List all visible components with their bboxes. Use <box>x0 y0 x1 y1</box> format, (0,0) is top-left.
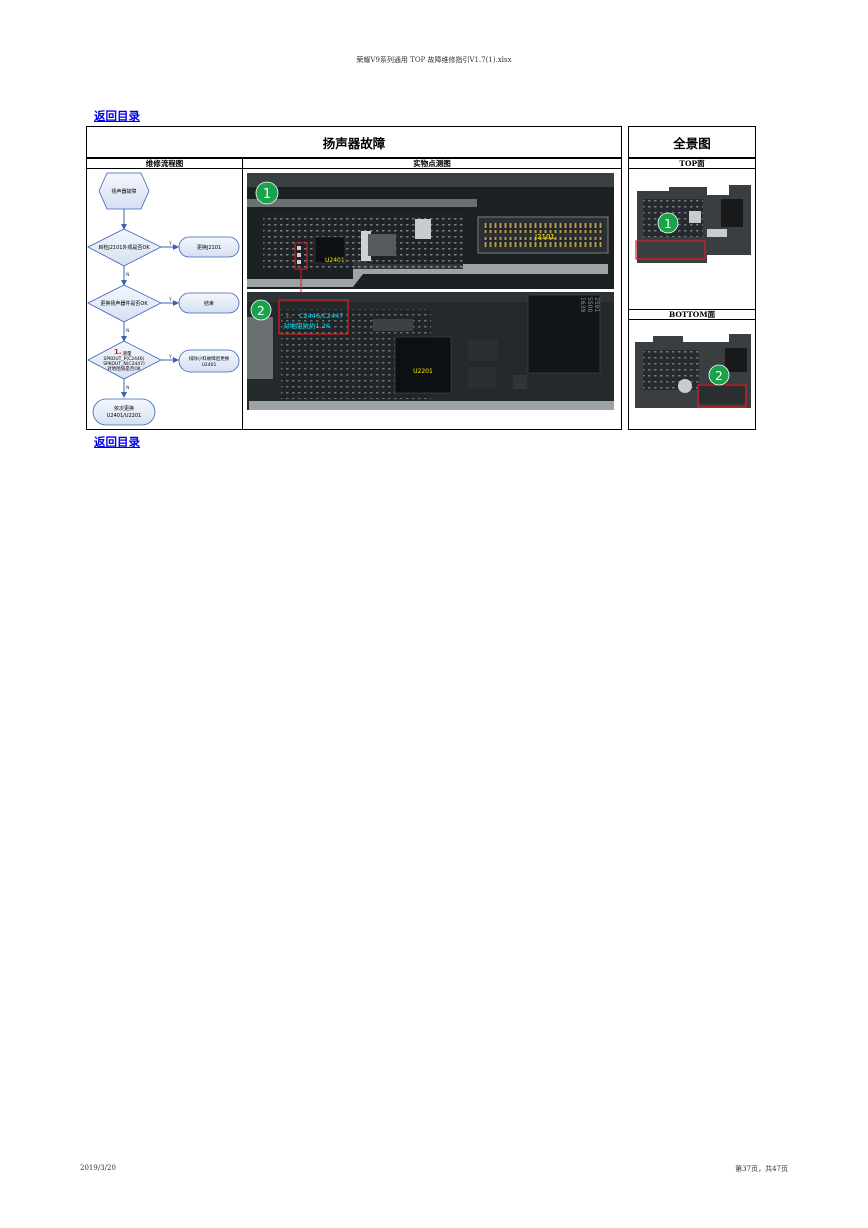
flow-action-1-text: 更换J2101 <box>197 244 221 251</box>
table-title: 扬声器故障 <box>86 126 622 158</box>
callout-line2: 对地阻抗约1.2K <box>283 321 331 330</box>
panorama-marker-1-text: 1 <box>664 217 672 231</box>
back-to-index-link-bottom[interactable]: 返回目录 <box>94 435 140 449</box>
pcb-photo-top <box>247 173 614 289</box>
label-u2201: U2201 <box>413 368 433 375</box>
footer-date: 2019/3/20 <box>80 1164 116 1172</box>
callout-line1: C2446/C2447 <box>299 312 343 320</box>
board-bottom-image: 2 <box>635 334 751 408</box>
panorama-marker-2-badge <box>708 364 730 386</box>
marker-2-badge <box>250 299 272 321</box>
flow-no-label-2: N <box>126 328 129 334</box>
panorama-title: 全景图 <box>628 126 756 158</box>
footer-page-number: 第37页，共47页 <box>735 1165 788 1173</box>
pcb-photo: 1 U2401 J2101 2 1. C2446/C2447 对地阻抗约1.2K… <box>247 173 614 410</box>
panorama-top-cell: 1 <box>628 168 756 310</box>
flow-no-label-3: N <box>126 385 129 391</box>
pcb-photo-bottom <box>247 292 614 410</box>
flow-decision-3 <box>87 340 162 380</box>
document-header: 荣耀V9系列通用 TOP 故障维修指引V1.7(1).xlsx <box>356 56 512 64</box>
marker-1-badge <box>255 181 279 205</box>
flow-no-label-1: N <box>126 272 129 278</box>
label-j2101: J2101 <box>534 233 555 241</box>
flow-action-3 <box>178 349 240 373</box>
flow-yes-label-3: Y <box>168 354 172 360</box>
flow-action-2-text: 结束 <box>204 300 214 307</box>
flow-start-shape <box>98 172 150 210</box>
panorama-marker-1-badge <box>657 212 679 234</box>
chip-code: 259155001639 <box>579 297 600 312</box>
board-top-image: 1 <box>635 185 751 263</box>
flow-action-1 <box>178 236 240 258</box>
flow-action-3-line1: 排除小料故障后更换 <box>189 355 230 362</box>
flow-decision-1 <box>87 228 162 267</box>
flow-end-line1: 依次更换 <box>114 405 134 412</box>
repair-flowchart: Y Y Y N N N 扬声器故障 目检J2101外观是否OK 更换J2101 … <box>87 172 240 426</box>
flowchart-cell: Y Y Y N N N 扬声器故障 目检J2101外观是否OK 更换J2101 … <box>86 168 243 430</box>
flow-action-2 <box>178 292 240 314</box>
callout-box <box>278 299 349 335</box>
flow-decision-1-text: 目检J2101外观是否OK <box>98 244 150 251</box>
flow-decision-2 <box>87 284 162 323</box>
flow-yes-label-2: Y <box>168 297 172 303</box>
marker-2-text: 2 <box>257 304 265 318</box>
panorama-bottom-cell: 2 <box>628 319 756 430</box>
flow-decision-3-line3: SPKOUT_N(C2447) <box>103 361 145 367</box>
flow-end-line2: U2401/U2201 <box>107 413 141 419</box>
flow-decision-3-line2: SPKOUT_P(C2446) <box>104 356 145 362</box>
back-to-index-link-top[interactable]: 返回目录 <box>94 109 140 123</box>
chip-u2201 <box>394 336 452 394</box>
top-region-box <box>635 240 706 260</box>
flow-decision-3-line1: 测量 <box>123 350 132 357</box>
bottom-region-box <box>697 384 747 408</box>
callout-marker: 1. <box>285 312 293 320</box>
panorama-marker-2-text: 2 <box>715 369 723 383</box>
flow-start-text: 扬声器故障 <box>111 188 136 195</box>
flow-decision-3-marker: 1. <box>114 348 122 356</box>
flow-decision-2-text: 更换扬声器件是否OK <box>100 300 148 307</box>
flow-yes-label-1: Y <box>168 241 172 247</box>
flow-decision-3-line4: 对地阻值是否OK <box>107 365 142 372</box>
label-u2401: U2401 <box>325 257 345 264</box>
photo-cell: 1 U2401 J2101 2 1. C2446/C2447 对地阻抗约1.2K… <box>242 168 622 430</box>
flow-action-3-line2: U2401 <box>202 362 217 368</box>
marker-1-text: 1 <box>263 187 271 202</box>
flow-end-shape <box>92 398 156 426</box>
